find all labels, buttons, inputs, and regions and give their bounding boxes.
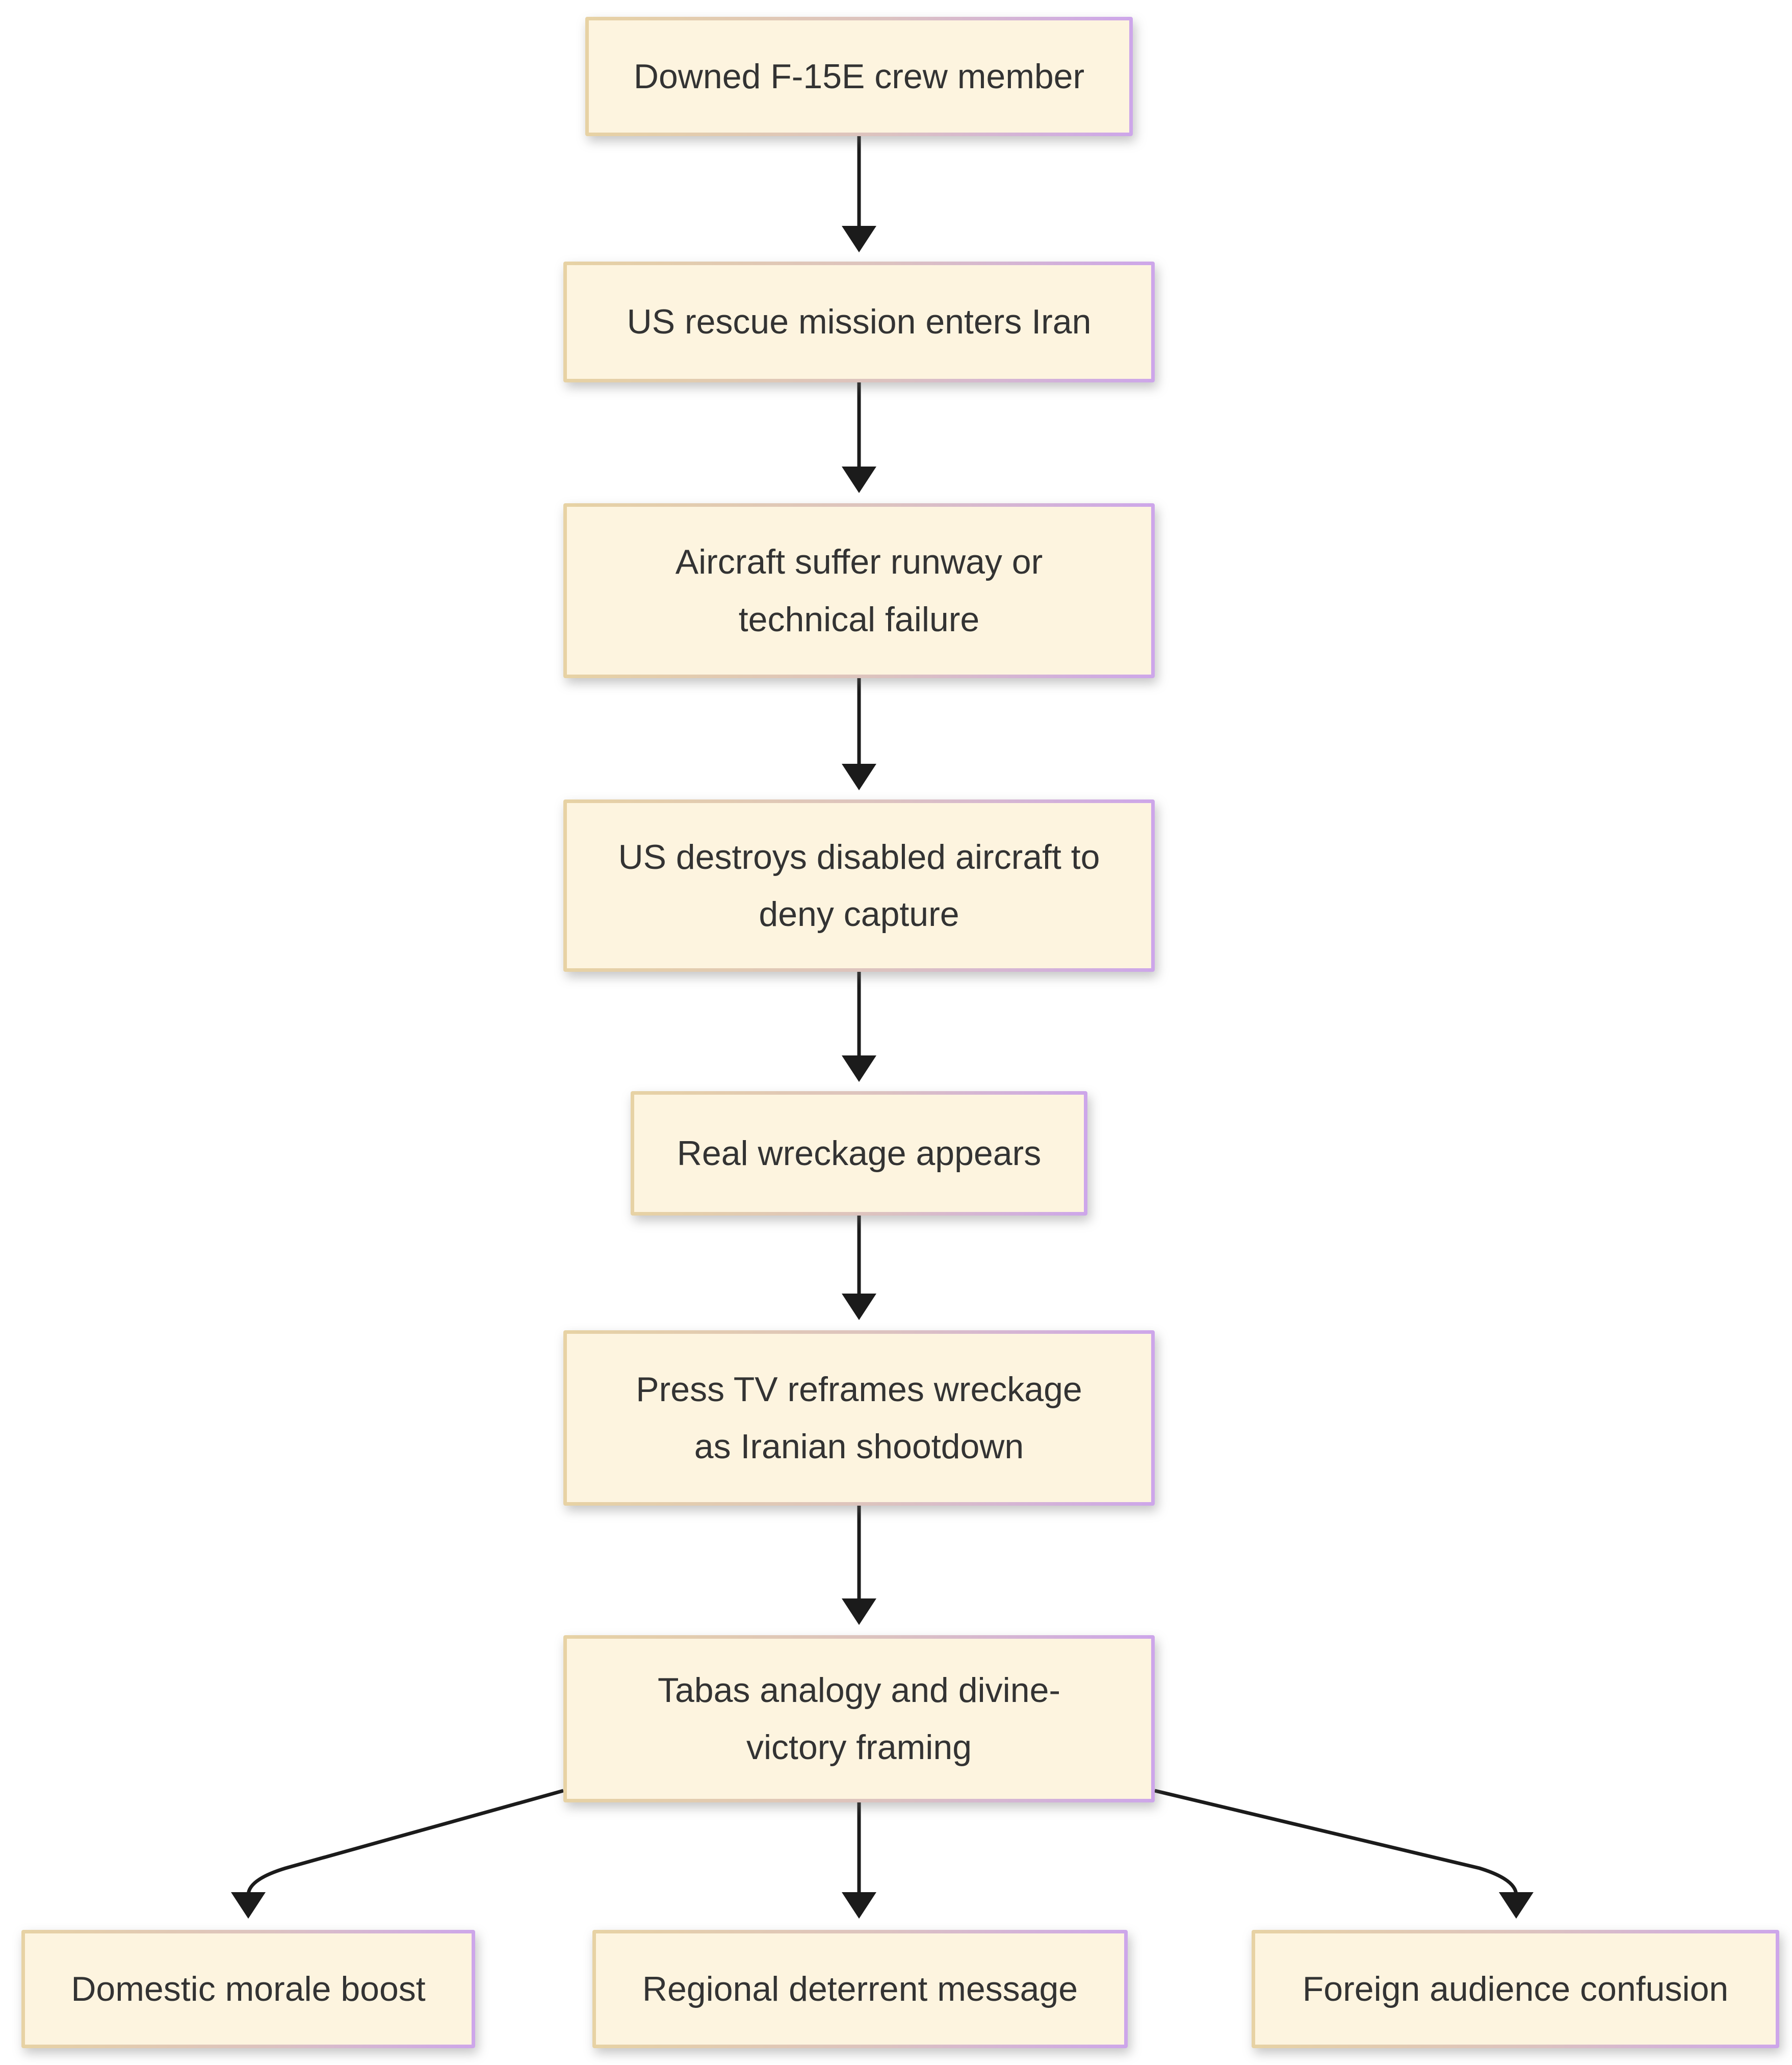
node-downed-crew: Downed F-15E crew member xyxy=(585,17,1133,136)
edge-arrow-4 xyxy=(842,972,876,1082)
edge-arrow-6 xyxy=(842,1506,876,1625)
node-real-wreckage: Real wreckage appears xyxy=(631,1091,1087,1216)
edge-arrow-9 xyxy=(1154,1789,1534,1919)
node-aircraft-failure: Aircraft suffer runway or technical fail… xyxy=(563,503,1155,678)
edge-arrow-5 xyxy=(842,1216,876,1320)
edge-arrow-1 xyxy=(842,136,876,252)
node-domestic-morale: Domestic morale boost xyxy=(21,1930,475,2048)
edge-arrow-8 xyxy=(842,1802,876,1919)
node-destroy-aircraft: US destroys disabled aircraft to deny ca… xyxy=(563,799,1155,972)
node-tabas-framing: Tabas analogy and divine- victory framin… xyxy=(563,1635,1155,1802)
edge-arrow-3 xyxy=(842,678,876,790)
edge-arrow-2 xyxy=(842,382,876,493)
node-regional-deterrent: Regional deterrent message xyxy=(592,1930,1128,2048)
node-foreign-confusion: Foreign audience confusion xyxy=(1252,1930,1779,2048)
node-press-tv-reframe: Press TV reframes wreckage as Iranian sh… xyxy=(563,1330,1155,1506)
edge-arrow-7 xyxy=(231,1789,564,1919)
node-rescue-mission: US rescue mission enters Iran xyxy=(563,262,1155,382)
